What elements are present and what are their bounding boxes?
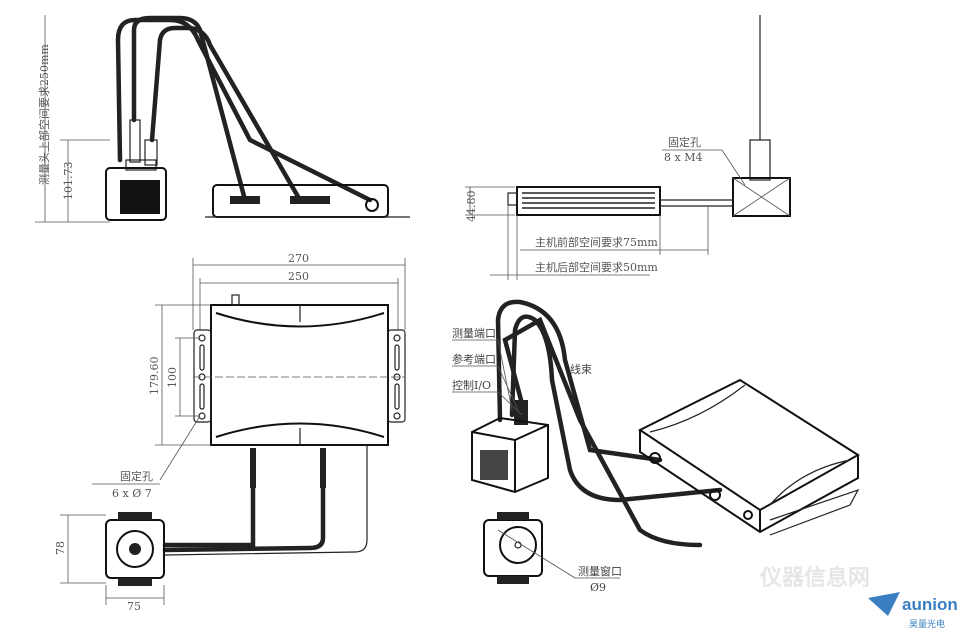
side-view-left: 测量头上部空间要求250mm 101.73 xyxy=(35,15,410,223)
host-side-right xyxy=(516,186,661,216)
label-measure-port: 测量端口 xyxy=(452,327,496,340)
dim-depth: 179.60 xyxy=(148,357,161,396)
watermark: 仪器信息网 aunion 昊量光电 xyxy=(759,565,958,629)
dim-probe-height: 78 xyxy=(54,541,67,555)
rear-clearance-label: 主机后部空间要求50mm xyxy=(535,260,658,274)
mount-label-right: 固定孔 xyxy=(668,135,701,149)
dim-height-101: 101.73 xyxy=(62,162,75,201)
front-clearance-label: 主机前部空间要求75mm xyxy=(535,235,658,249)
probe-head-side xyxy=(105,167,167,221)
dim-probe-width: 75 xyxy=(127,600,141,613)
dim-inner-width: 250 xyxy=(288,270,309,283)
window-label: 测量窗口 xyxy=(578,564,622,578)
probe-top-view: 78 75 xyxy=(54,512,165,613)
brand-name: aunion xyxy=(902,595,958,614)
plan-view: 270 250 179.60 100 固定孔 6 x Ø 7 xyxy=(92,252,406,556)
label-control-io: 控制I/O xyxy=(452,378,491,392)
side-view-right: 固定孔 8 x M4 44.80 主机前部空间要求75mm 主机后部空间要求50… xyxy=(465,15,791,280)
mount-spec-right: 8 x M4 xyxy=(664,151,702,164)
brand-name-cn: 昊量光电 xyxy=(909,618,945,629)
probe-head-right xyxy=(732,177,791,217)
label-harness: 线束 xyxy=(570,362,592,376)
iso-view: 测量端口 参考端口 控制I/O 线束 测量窗口 Ø9 xyxy=(452,299,860,594)
aunion-logo-icon xyxy=(868,592,900,616)
dim-hole-pitch: 100 xyxy=(166,367,179,388)
mount-label-plan: 固定孔 xyxy=(120,469,153,483)
dim-clearance-250: 测量头上部空间要求250mm xyxy=(37,44,51,185)
mount-spec-plan: 6 x Ø 7 xyxy=(112,487,152,500)
dim-outer-width: 270 xyxy=(288,252,309,265)
probe-heatsink xyxy=(120,180,160,214)
watermark-site-text: 仪器信息网 xyxy=(759,565,870,590)
window-spec: Ø9 xyxy=(590,581,606,594)
label-reference-port: 参考端口 xyxy=(452,352,496,366)
dim-height-44: 44.80 xyxy=(465,191,478,223)
